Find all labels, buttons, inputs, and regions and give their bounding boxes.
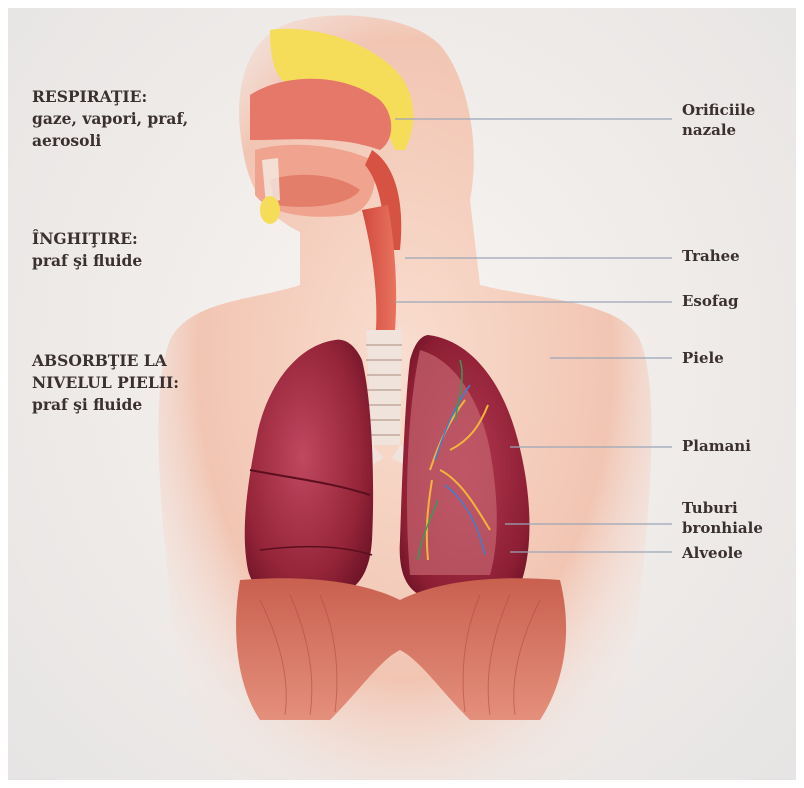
label-plamani: Plamani — [682, 436, 751, 456]
label-esofag: Esofag — [682, 291, 739, 311]
label-alveole: Alveole — [682, 543, 743, 563]
label-orificiile-nazale: Orificiile nazale — [682, 100, 755, 140]
label-trahee: Trahee — [682, 246, 740, 266]
label-inghitire: ÎNGHIŢIRE: praf şi fluide — [32, 228, 142, 272]
label-respiratie: RESPIRAŢIE: gaze, vapori, praf, aerosoli — [32, 86, 188, 152]
label-piele: Piele — [682, 348, 724, 368]
label-absorbtie: ABSORBŢIE LA NIVELUL PIELII: praf şi flu… — [32, 350, 179, 416]
label-tuburi-bronhiale: Tuburi bronhiale — [682, 498, 763, 538]
